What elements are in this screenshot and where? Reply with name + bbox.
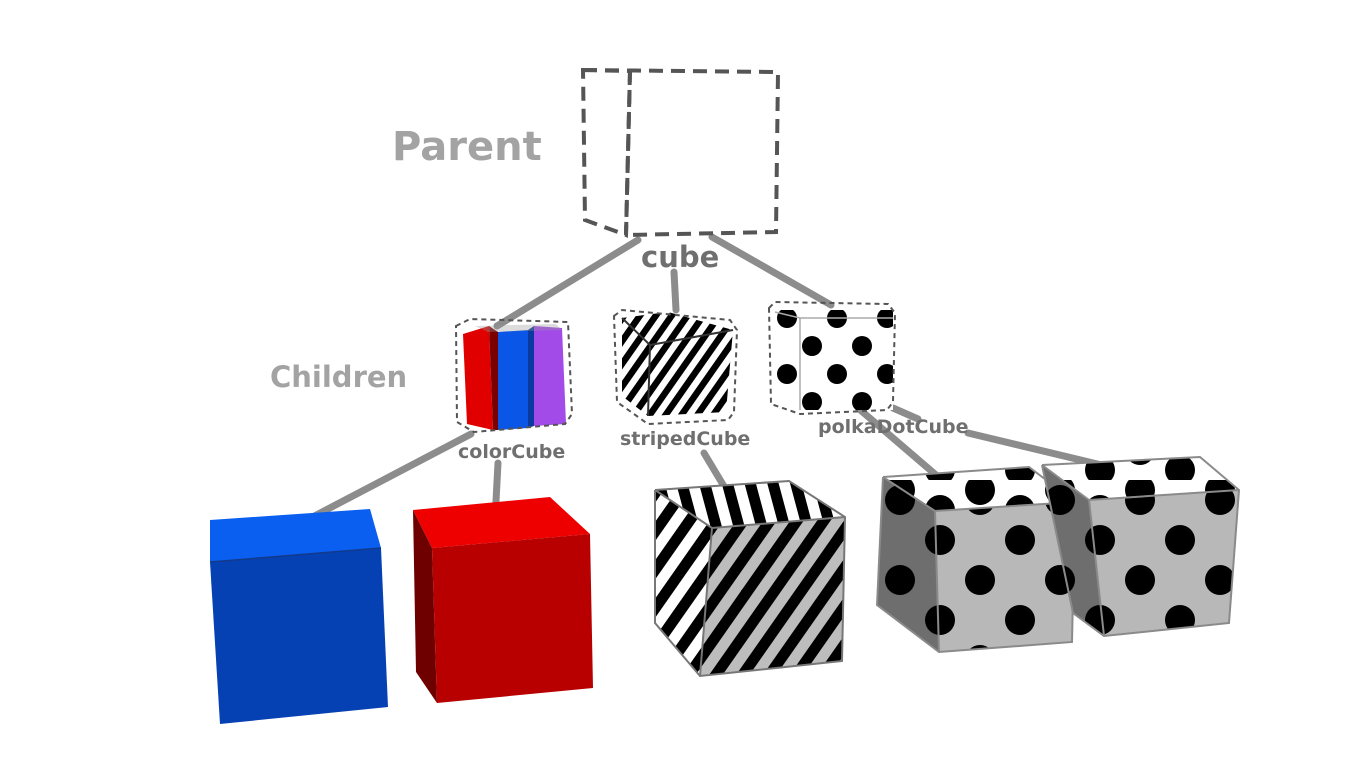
connector-parent-colorcube (493, 236, 642, 330)
parent-cube-outline (580, 67, 781, 238)
connector-parent-polkadotcube (708, 233, 835, 309)
polkadotcube-node-icon (767, 300, 897, 416)
children-heading: Children (270, 360, 408, 394)
connector-parent-stripedcube (670, 268, 680, 314)
parent-heading: Parent (392, 124, 542, 170)
red-cube (413, 497, 593, 703)
polkadot-cube-1 (875, 465, 1077, 654)
polkadot-cube-2 (1041, 455, 1241, 638)
stripedcube-node-icon (612, 308, 739, 426)
colorcube-label: colorCube (458, 441, 566, 463)
striped-cube (654, 479, 847, 678)
parent-node-label: cube (641, 240, 720, 274)
polkadotcube-label: polkaDotCube (818, 416, 969, 438)
blue-cube (209, 509, 388, 724)
connector-polka-child2 (889, 404, 922, 423)
colorcube-node-icon (454, 317, 574, 434)
stripedcube-label: stripedCube (620, 428, 751, 450)
